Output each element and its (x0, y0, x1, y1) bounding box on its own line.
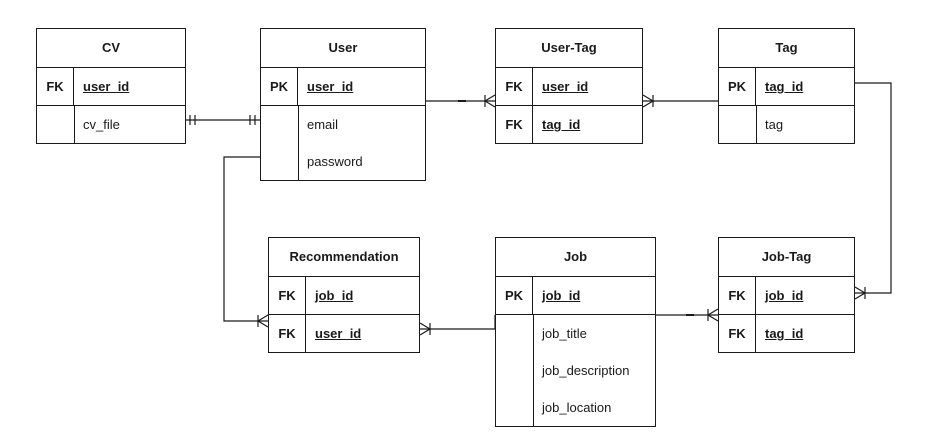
entity-user: User PK user_id email password (260, 28, 426, 181)
key-field: job_id (542, 288, 581, 303)
attribute-list: cv_file (37, 106, 185, 143)
pk-badge: PK (496, 277, 533, 314)
fk-badge: FK (719, 315, 756, 352)
fk-badge: FK (269, 277, 306, 314)
key-row: FK user_id (496, 68, 642, 106)
rel-job-jobtag (656, 308, 719, 322)
key-row: FK tag_id (496, 106, 642, 143)
pk-badge: PK (719, 68, 756, 105)
fk-badge: FK (719, 277, 756, 314)
attribute-list: email password (261, 106, 425, 180)
entity-title: User-Tag (496, 29, 642, 68)
key-field: user_id (315, 326, 362, 341)
attribute: password (307, 154, 363, 169)
rel-job-recommendation (419, 315, 496, 336)
entity-title: CV (37, 29, 185, 68)
entity-title: Job-Tag (719, 238, 854, 277)
entity-tag: Tag PK tag_id tag (718, 28, 855, 144)
entity-title: Tag (719, 29, 854, 68)
attribute-list: job_title job_description job_location (496, 315, 655, 426)
key-row: PK user_id (261, 68, 425, 106)
key-field: tag_id (765, 79, 804, 94)
attribute: email (307, 117, 339, 132)
entity-title: Job (496, 238, 655, 277)
key-field: user_id (542, 79, 589, 94)
rel-cv-user (186, 115, 260, 125)
attribute: job_location (542, 400, 612, 415)
attribute-list: tag (719, 106, 854, 143)
key-row: FK user_id (37, 68, 185, 106)
key-row: FK job_id (269, 277, 419, 315)
entity-recommendation: Recommendation FK job_id FK user_id (268, 237, 420, 353)
rel-tag-jobtag (854, 82, 892, 300)
key-row: PK tag_id (719, 68, 854, 106)
rel-tag-usertag (642, 94, 718, 108)
fk-badge: FK (496, 68, 533, 105)
attribute: job_description (542, 363, 630, 378)
rel-user-recommendation (223, 156, 269, 328)
key-field: user_id (307, 79, 354, 94)
key-field: job_id (315, 288, 354, 303)
key-field: user_id (83, 79, 130, 94)
key-row: PK job_id (496, 277, 655, 315)
attribute: tag (765, 117, 784, 132)
key-row: FK user_id (269, 315, 419, 352)
key-field: tag_id (765, 326, 804, 341)
entity-user-tag: User-Tag FK user_id FK tag_id (495, 28, 643, 144)
key-field: job_id (765, 288, 804, 303)
key-row: FK tag_id (719, 315, 854, 352)
entity-job: Job PK job_id job_title job_description … (495, 237, 656, 427)
entity-job-tag: Job-Tag FK job_id FK tag_id (718, 237, 855, 353)
entity-title: Recommendation (269, 238, 419, 277)
key-field: tag_id (542, 117, 581, 132)
fk-badge: FK (37, 68, 74, 105)
key-row: FK job_id (719, 277, 854, 315)
entity-title: User (261, 29, 425, 68)
attribute: job_title (542, 326, 587, 341)
attribute: cv_file (83, 117, 120, 132)
fk-badge: FK (496, 106, 533, 143)
fk-badge: FK (269, 315, 306, 352)
rel-user-usertag (426, 94, 496, 108)
entity-cv: CV FK user_id cv_file (36, 28, 186, 144)
pk-badge: PK (261, 68, 298, 105)
